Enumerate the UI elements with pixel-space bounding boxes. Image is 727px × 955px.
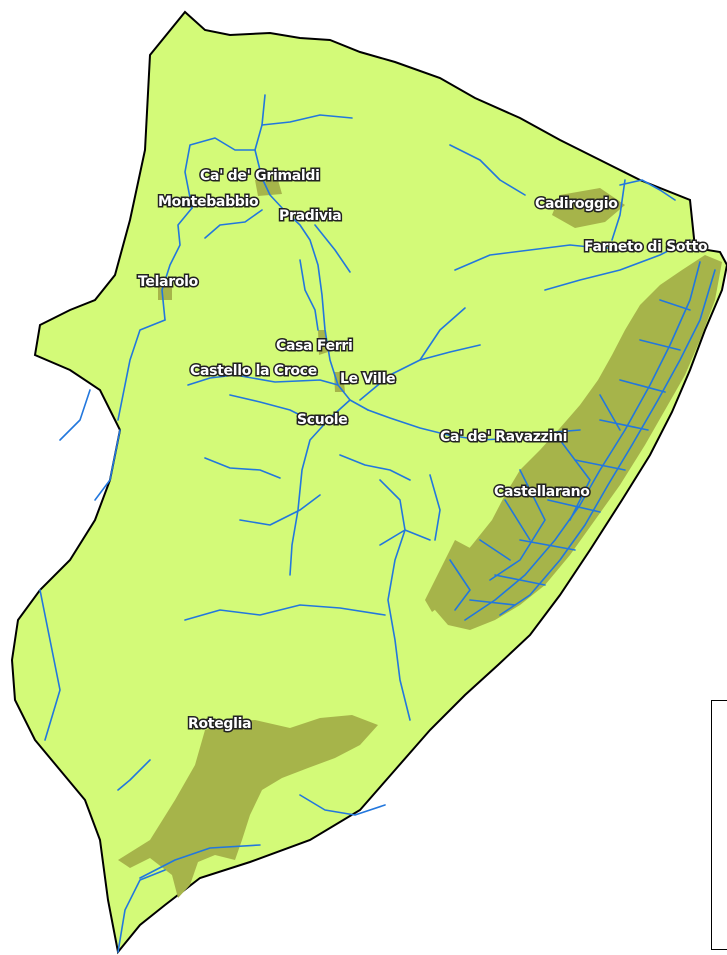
urban-area-castellarano xyxy=(435,255,722,630)
place-label-pradivia: Pradivia xyxy=(279,208,341,224)
river-network xyxy=(39,94,716,953)
place-label-roteglia: Roteglia xyxy=(188,716,251,732)
urban-area-castellarano-west xyxy=(425,540,470,612)
urban-area-telarolo xyxy=(158,285,172,300)
place-label-montebabbio: Montebabbio xyxy=(158,194,259,210)
urban-area-north xyxy=(618,355,635,378)
urban-area-castello xyxy=(334,372,345,392)
place-label-telarolo: Telarolo xyxy=(138,274,199,290)
place-label-ca-de-grimaldi: Ca' de' Grimaldi xyxy=(200,168,320,184)
place-label-farneto-di-sotto: Farneto di Sotto xyxy=(584,239,708,255)
place-label-castello-la-croce: Castello la Croce xyxy=(190,363,317,379)
place-label-casa-ferri: Casa Ferri xyxy=(276,338,352,354)
place-label-le-ville: Le Ville xyxy=(340,371,395,387)
place-labels: Ca' de' Grimaldi Montebabbio Pradivia Ca… xyxy=(137,167,710,734)
place-label-scuole: Scuole xyxy=(297,412,347,428)
urban-area-roteglia xyxy=(118,715,378,898)
place-label-castellarano: Castellarano xyxy=(494,484,590,500)
urban-area-grimaldi xyxy=(255,180,282,196)
urban-area-cadiroggio xyxy=(552,188,625,228)
legend-box xyxy=(711,700,727,950)
place-label-ca-de-ravazzini: Ca' de' Ravazzini xyxy=(440,429,567,445)
place-label-cadiroggio: Cadiroggio xyxy=(535,196,618,212)
